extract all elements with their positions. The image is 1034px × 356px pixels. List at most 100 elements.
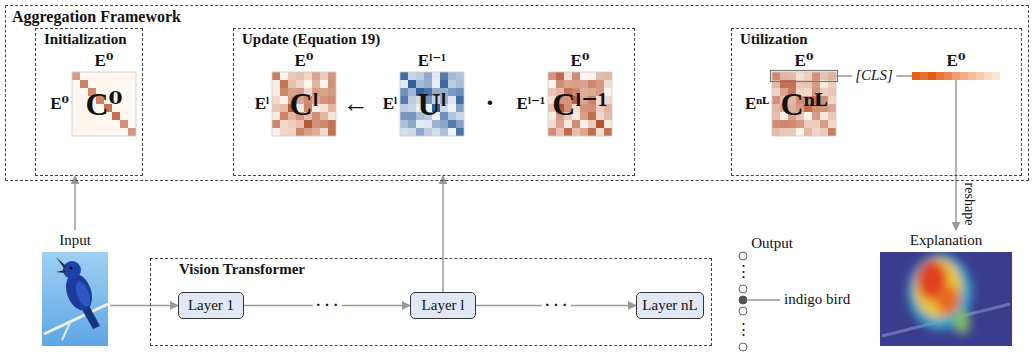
heatmap-cell bbox=[448, 104, 456, 112]
heatmap-cell bbox=[128, 128, 136, 136]
matrix-outline bbox=[72, 72, 136, 136]
heatmap-cell bbox=[448, 96, 456, 104]
heatmap-cell bbox=[780, 72, 788, 80]
heatmap-cell bbox=[400, 88, 408, 96]
heatmap-cell bbox=[280, 120, 288, 128]
heatmap-cell bbox=[604, 128, 612, 136]
heatmap-cell bbox=[272, 72, 280, 80]
heatmap-cell bbox=[456, 112, 464, 120]
connector bbox=[955, 80, 957, 230]
bird-head bbox=[63, 261, 81, 279]
heatmap-cell bbox=[328, 80, 336, 88]
heatmap-cell bbox=[556, 72, 564, 80]
heatmap-cell bbox=[828, 128, 836, 136]
matrix-row-label: Eˡ⁻¹ bbox=[517, 94, 545, 114]
heatmap-cell bbox=[128, 120, 136, 128]
heatmap-cell bbox=[128, 88, 136, 96]
matrix-row-label: Eⁿᴸ bbox=[745, 94, 769, 114]
matrix-outline bbox=[272, 72, 336, 136]
heatmap-cell bbox=[128, 80, 136, 88]
heat-blob bbox=[914, 258, 962, 318]
heatmap-cell bbox=[72, 88, 80, 96]
edge-label: · · · bbox=[313, 297, 342, 314]
leader-line bbox=[748, 299, 780, 300]
heatmap-cell bbox=[272, 96, 280, 104]
heatmap-cell bbox=[556, 128, 564, 136]
bird-eye bbox=[70, 267, 73, 270]
connector bbox=[74, 176, 76, 230]
heatmap-cell bbox=[296, 72, 304, 80]
heatmap-cell bbox=[304, 72, 312, 80]
heatmap-cell bbox=[96, 128, 104, 136]
heatmap-cell bbox=[96, 72, 104, 80]
heatmap-cell bbox=[588, 72, 596, 80]
output-label: Output bbox=[751, 235, 793, 252]
heatmap-cell bbox=[320, 128, 328, 136]
heatmap-cell bbox=[320, 112, 328, 120]
output-neuron bbox=[739, 307, 747, 315]
heatmap-cell bbox=[772, 120, 780, 128]
input-image-frame: Input bbox=[40, 230, 110, 348]
matrix-row-label: Eˡ bbox=[255, 94, 269, 114]
stage-box: Update (Equation 19)E⁰EˡCˡEˡ⁻¹EˡUˡE⁰Eˡ⁻¹… bbox=[233, 28, 635, 176]
connector bbox=[244, 305, 410, 307]
ellipsis: ⋮ bbox=[736, 321, 751, 338]
image-caption: Explanation bbox=[910, 232, 982, 249]
heatmap-cell bbox=[456, 80, 464, 88]
matrix-column-label: E⁰ bbox=[95, 51, 114, 71]
heatmap-cell bbox=[328, 104, 336, 112]
heatmap-cell bbox=[120, 72, 128, 80]
heatmap-cell bbox=[320, 80, 328, 88]
heatmap-cell bbox=[788, 72, 796, 80]
explanation-heatmap-image bbox=[880, 252, 1012, 346]
heatmap-cell bbox=[328, 72, 336, 80]
edge-label: · · · bbox=[542, 297, 571, 314]
matrix-symbol: C⁰ bbox=[85, 86, 122, 123]
heatmap-cell bbox=[772, 72, 780, 80]
heatmap-cell bbox=[408, 72, 416, 80]
heatmap-cell bbox=[772, 112, 780, 120]
layer-box: Layer nL bbox=[636, 292, 704, 319]
heatmap-cell bbox=[804, 72, 812, 80]
heatmap-cell bbox=[828, 104, 836, 112]
heatmap-cell bbox=[936, 72, 944, 80]
heatmap-cell bbox=[280, 88, 288, 96]
edge-label: [CLS] bbox=[852, 67, 896, 84]
heatmap-cell bbox=[112, 128, 120, 136]
box-title: Aggregation Framework bbox=[12, 8, 181, 26]
matrix-column-label: E⁰ bbox=[571, 51, 590, 71]
heatmap-cell bbox=[548, 72, 556, 80]
heatmap-cell bbox=[320, 104, 328, 112]
heatmap-cell bbox=[820, 128, 828, 136]
heatmap-cell bbox=[448, 128, 456, 136]
assignment-arrow: ← bbox=[343, 89, 369, 119]
matrix-column-label: Eˡ⁻¹ bbox=[418, 51, 446, 71]
heatmap-cell bbox=[828, 120, 836, 128]
layer-label: Layer nL bbox=[642, 297, 697, 314]
heatmap-cell bbox=[72, 112, 80, 120]
heatmap-cell bbox=[328, 120, 336, 128]
layer-box: Layer 1 bbox=[178, 292, 244, 319]
heatmap-matrix: E⁰EⁿᴸCⁿᴸ bbox=[772, 72, 836, 136]
heatmap-cell bbox=[596, 72, 604, 80]
heatmap-cell bbox=[432, 128, 440, 136]
heatmap-cell bbox=[72, 128, 80, 136]
heatmap-cell bbox=[72, 120, 80, 128]
heatmap-cell bbox=[448, 112, 456, 120]
heatmap-cell bbox=[88, 72, 96, 80]
heatmap-cell bbox=[828, 88, 836, 96]
transformer-box: Vision TransformerLayer 1Layer lLayer nL bbox=[150, 258, 712, 346]
heatmap-cell bbox=[400, 104, 408, 112]
heat-blob bbox=[936, 286, 960, 314]
heatmap-cell bbox=[828, 72, 836, 80]
heatmap-cell bbox=[588, 128, 596, 136]
heatmap-cell bbox=[280, 80, 288, 88]
photo-sky bbox=[42, 252, 108, 346]
heatmap-cell bbox=[88, 128, 96, 136]
heatmap-cell bbox=[320, 72, 328, 80]
heatmap-cell bbox=[400, 80, 408, 88]
box-title: Update (Equation 19) bbox=[242, 31, 380, 48]
heatmap-cell bbox=[272, 128, 280, 136]
